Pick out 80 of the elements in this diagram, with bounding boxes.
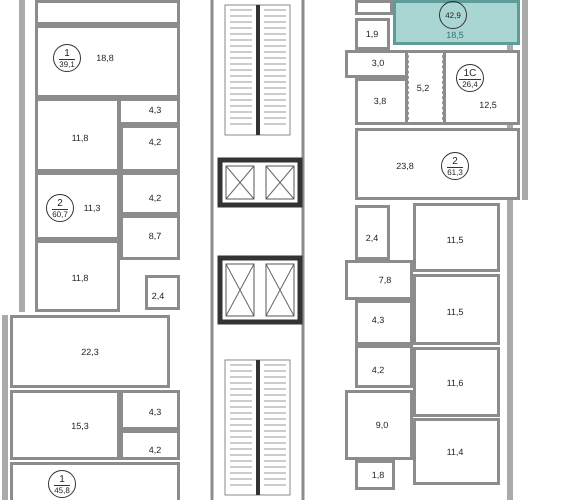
room-area: 12,5: [479, 100, 497, 110]
room: [35, 172, 120, 240]
room-area: 3,8: [374, 96, 386, 106]
room: [355, 18, 390, 50]
room: [345, 50, 408, 78]
room: [35, 240, 120, 312]
room-area: 11,4: [446, 447, 464, 457]
room-area: 1,8: [372, 470, 384, 480]
apartment-number: 1С: [458, 68, 482, 80]
apartment-badge: [46, 194, 74, 222]
room: [355, 0, 393, 15]
room-area: 9,0: [376, 420, 388, 430]
room-area: 18,8: [96, 53, 114, 63]
apartment-badge: [439, 1, 467, 29]
room-area: 11,5: [446, 307, 464, 317]
room: [443, 50, 520, 125]
room: [413, 347, 500, 417]
room: [120, 430, 180, 460]
apartment-number: 2: [447, 156, 463, 168]
room-area: 4,2: [148, 137, 162, 147]
room-area: 2,4: [366, 233, 378, 243]
room: [355, 460, 395, 490]
apartment-badge: [441, 152, 469, 180]
room-area: 4,2: [148, 445, 162, 455]
room: [120, 125, 180, 172]
apartment-area: 60,7: [52, 210, 68, 218]
room-area: 3,0: [372, 58, 384, 68]
room: [10, 315, 170, 388]
apartment-badge: [456, 64, 484, 92]
room: [345, 390, 413, 460]
room: [393, 0, 520, 45]
room-area: 8,7: [148, 231, 162, 241]
room: [413, 418, 500, 485]
room: [35, 98, 120, 172]
room-area: 11,6: [446, 378, 464, 388]
room-area: 11,8: [72, 273, 88, 283]
room-area: 7,8: [378, 275, 392, 285]
room: [145, 275, 180, 310]
room-area: 4,3: [372, 315, 384, 325]
apartment-area: 26,4: [462, 80, 478, 88]
room-area: 2,4: [152, 291, 164, 301]
room: [10, 462, 180, 500]
room: [120, 390, 180, 430]
apartment-area: 42,9: [445, 10, 461, 20]
room-area: 1,9: [366, 29, 378, 39]
room: [35, 0, 180, 25]
room: [120, 215, 180, 260]
apartment-area: 61,3: [447, 168, 463, 176]
room: [355, 345, 413, 388]
room: [408, 50, 443, 125]
room-area: 23,8: [396, 161, 414, 171]
room-area: 5,2: [416, 83, 430, 93]
apartment-number: 2: [52, 198, 68, 210]
room: [413, 203, 500, 272]
room-area: 11,5: [446, 235, 464, 245]
room-area: 15,3: [71, 421, 89, 431]
room: [10, 390, 120, 460]
apartment-area: 39,1: [59, 60, 75, 68]
room: [345, 260, 413, 300]
room: [118, 98, 180, 125]
room-area: 4,2: [148, 193, 162, 203]
room-area: 22,3: [81, 347, 99, 357]
room-area: 4,3: [148, 105, 162, 115]
room: [355, 300, 413, 345]
apartment-number: 1: [59, 48, 75, 60]
room-area: 18,5: [446, 30, 464, 40]
room: [355, 205, 390, 260]
room: [413, 274, 500, 345]
room: [355, 78, 408, 125]
apartment-area: 45,8: [54, 486, 70, 494]
room-area: 11,8: [72, 133, 88, 143]
room-area: 4,2: [372, 365, 384, 375]
apartment-badge: [53, 44, 81, 72]
room: [355, 128, 520, 200]
apartment-badge: [48, 470, 76, 498]
room-area: 11,3: [84, 203, 100, 213]
room-area: 4,3: [148, 407, 162, 417]
room: [120, 172, 180, 215]
room: [35, 25, 180, 98]
apartment-number: 1: [54, 474, 70, 486]
